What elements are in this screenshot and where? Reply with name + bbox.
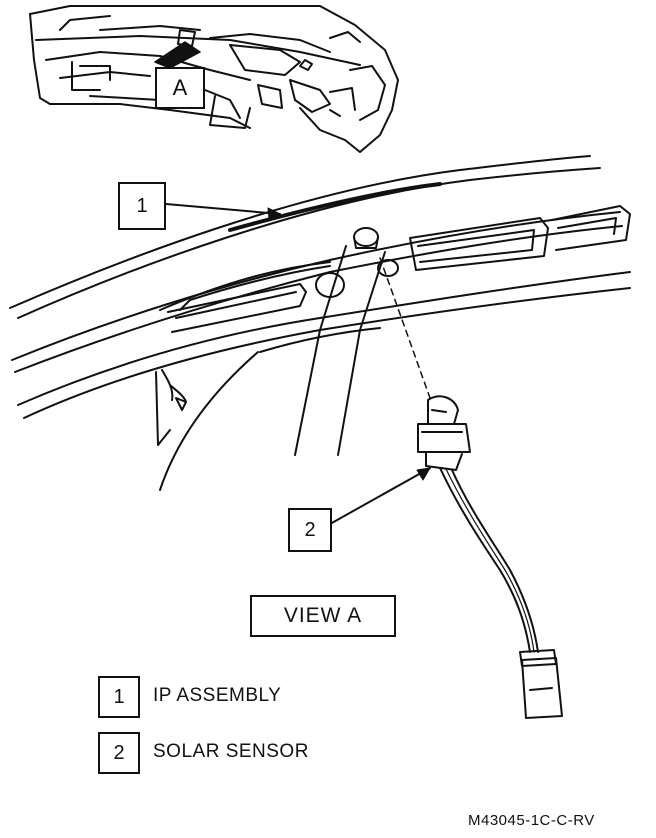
legend-2-number-box: 2 bbox=[98, 732, 140, 774]
legend-1-text: IP ASSEMBLY bbox=[153, 685, 282, 706]
callout-2-arrowhead bbox=[416, 467, 431, 481]
callout-2: 2 bbox=[288, 508, 332, 552]
legend-1-number-box: 1 bbox=[98, 676, 140, 718]
sensor-mount bbox=[294, 227, 399, 456]
view-label: VIEW A bbox=[250, 595, 396, 637]
view-label-text: VIEW A bbox=[283, 604, 363, 627]
callout-2-leader bbox=[329, 467, 431, 525]
callout-2-number: 2 bbox=[304, 518, 316, 541]
callout-1: 1 bbox=[118, 182, 166, 230]
lower-dash bbox=[155, 327, 381, 491]
legend-2-text: SOLAR SENSOR bbox=[153, 741, 309, 762]
installation-path bbox=[379, 257, 431, 399]
defroster-vents bbox=[167, 205, 631, 333]
legend-1-number: 1 bbox=[113, 685, 125, 708]
inset-view-marker: A bbox=[155, 67, 205, 109]
callout-1-leader bbox=[165, 203, 281, 215]
callout-1-arrowhead bbox=[267, 207, 281, 220]
dashboard-inset bbox=[29, 5, 399, 153]
sensor-harness bbox=[439, 467, 563, 719]
inset-view-marker-text: A bbox=[172, 75, 188, 100]
legend-2-number: 2 bbox=[113, 741, 125, 764]
reference-code: M43045-1C-C-RV bbox=[468, 812, 595, 829]
inset-arrow bbox=[154, 41, 201, 69]
callout-1-number: 1 bbox=[136, 194, 148, 217]
solar-sensor bbox=[417, 395, 471, 471]
ip-assembly-outline bbox=[9, 155, 631, 419]
